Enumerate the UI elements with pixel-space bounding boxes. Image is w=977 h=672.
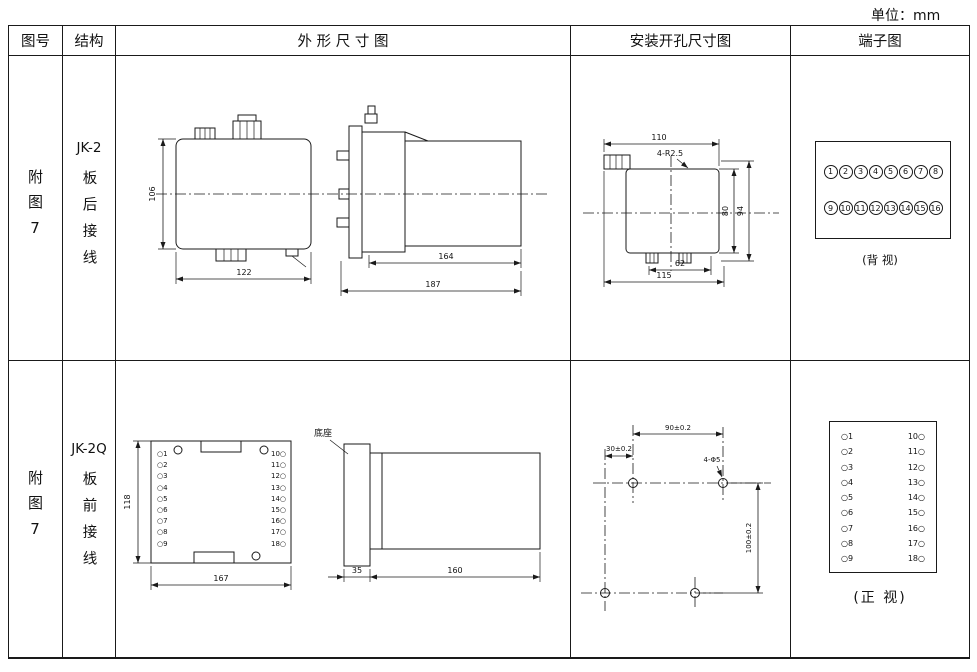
cell-structure-row1: JK-2 板后接线 — [63, 56, 116, 361]
dim-35-label: 35 — [352, 566, 362, 575]
terminal-circle: 1 — [823, 164, 838, 179]
model-name-jk2: JK-2 — [76, 140, 102, 156]
dim-94-label: 94 — [736, 206, 745, 216]
wiring-type-row1: 板后接线 — [80, 170, 97, 276]
figure-number-row2: 附图7 — [26, 470, 44, 548]
dim-110-label: 110 — [651, 133, 666, 142]
terminal-circle: 9 — [823, 201, 838, 216]
terminal-circle: 12 — [868, 201, 883, 216]
figure-number-row1: 附图7 — [26, 169, 44, 247]
terminal-circle: 8 — [928, 164, 943, 179]
terminal-circle: 3 — [853, 164, 868, 179]
terminal-circle: 5 — [883, 164, 898, 179]
header-outline-label: 外 形 尺 寸 图 — [297, 34, 389, 50]
mounting-drawing-jk2: 4-R2.5 110 80 94 62 — [583, 133, 779, 287]
cell-figure-row1: 附图7 — [9, 56, 63, 361]
header-outline: 外 形 尺 寸 图 — [116, 26, 571, 56]
view-label-front: (正 视) — [853, 590, 907, 606]
unit-label: 单位：mm — [871, 8, 941, 24]
outline-drawing-jk2: 106 122 164 — [148, 105, 548, 296]
header-mounting: 安装开孔尺寸图 — [571, 26, 791, 56]
cell-structure-row2: JK-2Q 板前接线 — [63, 361, 116, 657]
terminal-circle: 14 — [898, 201, 913, 216]
base-label: 底座 — [314, 427, 332, 439]
outline-drawing-jk2q: 118 167 底座 35 160 — [123, 427, 541, 590]
header-figure-label: 图号 — [21, 34, 50, 50]
dim-30-label: 30±0.2 — [606, 445, 632, 453]
cell-outline-row2: 118 167 底座 35 160 ○1 ○2 ○3 ○4 ○5 ○6 ○7 — [116, 361, 571, 657]
terminal-circle: 11 — [853, 201, 868, 216]
header-figure: 图号 — [9, 26, 63, 56]
front-view-right-terminals: 10○ 11○ 12○ 13○ 14○ 15○ 16○ 17○ 18○ — [270, 450, 286, 548]
terminal-circle: 10 — [838, 201, 853, 216]
mounting-drawing-jk2q: 90±0.2 30±0.2 4-Φ5 100±0.2 — [581, 424, 771, 611]
terminal-col-10-18: 10○ 11○ 12○ 13○ 14○ 15○ 16○ 17○ 18○ — [907, 432, 925, 564]
model-name-jk2q: JK-2Q — [71, 441, 107, 457]
dim-160-label: 160 — [447, 566, 462, 575]
dim-164-label: 164 — [438, 252, 453, 261]
dim-106-label: 106 — [148, 186, 157, 201]
hole-spec-label-row2: 4-Φ5 — [704, 456, 721, 464]
dim-122-label: 122 — [236, 268, 251, 277]
cell-outline-row1: 106 122 164 — [116, 56, 571, 361]
header-terminal-label: 端子图 — [858, 34, 902, 50]
dim-80-label: 80 — [721, 206, 730, 216]
terminal-col-1-9: ○1 ○2 ○3 ○4 ○5 ○6 ○7 ○8 ○9 — [841, 432, 854, 564]
cell-terminal-row2: ○1 ○2 ○3 ○4 ○5 ○6 ○7 ○8 ○9 10○ 11○ 12○ 1… — [791, 361, 969, 657]
dim-115-label: 115 — [656, 271, 671, 280]
header-structure: 结构 — [63, 26, 116, 56]
terminal-circle: 7 — [913, 164, 928, 179]
dim-62-label: 62 — [675, 259, 685, 268]
hole-spec-label-row1: 4-R2.5 — [657, 149, 683, 158]
wiring-type-row2: 板前接线 — [80, 471, 97, 577]
cell-mounting-row1: 4-R2.5 110 80 94 62 — [571, 56, 791, 361]
terminal-circle: 4 — [868, 164, 883, 179]
header-structure-label: 结构 — [74, 34, 104, 50]
dim-187-label: 187 — [425, 280, 440, 289]
terminal-circle: 13 — [883, 201, 898, 216]
cell-figure-row2: 附图7 — [9, 361, 63, 657]
terminal-circle: 16 — [928, 201, 943, 216]
dim-118-label: 118 — [123, 494, 132, 509]
terminal-circle: 15 — [913, 201, 928, 216]
cell-mounting-row2: 90±0.2 30±0.2 4-Φ5 100±0.2 — [571, 361, 791, 657]
spec-table: 图号 结构 外 形 尺 寸 图 安装开孔尺寸图 端子图 附图7 JK-2 板后接… — [8, 25, 970, 659]
dim-90-label: 90±0.2 — [665, 424, 691, 432]
view-label-back: (背 视) — [862, 253, 898, 267]
dim-167-label: 167 — [213, 574, 228, 583]
terminal-circle: 6 — [898, 164, 913, 179]
header-terminal: 端子图 — [791, 26, 969, 56]
header-mounting-label: 安装开孔尺寸图 — [629, 34, 732, 50]
terminal-box-front-view: ○1 ○2 ○3 ○4 ○5 ○6 ○7 ○8 ○9 10○ 11○ 12○ 1… — [829, 421, 937, 573]
terminal-circle: 2 — [838, 164, 853, 179]
front-view-left-terminals: ○1 ○2 ○3 ○4 ○5 ○6 ○7 ○8 ○9 — [157, 450, 168, 548]
dim-100-label: 100±0.2 — [745, 523, 753, 553]
